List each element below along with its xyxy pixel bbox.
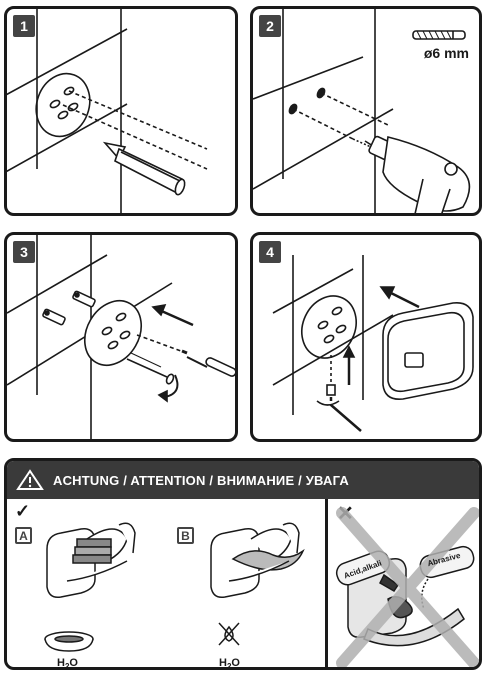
check-mark-icon: ✓ xyxy=(15,501,31,521)
step-3-panel: 3 xyxy=(4,232,238,442)
arrow-left-icon xyxy=(151,303,194,327)
screwdriver-icon xyxy=(186,356,235,377)
step-4-panel: 4 xyxy=(250,232,482,442)
warning-title: ACHTUNG / ATTENTION / ВНИМАНИЕ / УВАГА xyxy=(53,472,349,488)
step-3-illustration xyxy=(7,235,235,439)
arrow-up-icon xyxy=(342,345,356,385)
rotate-arrow-icon xyxy=(157,374,179,403)
drill-size-label: ø6 mm xyxy=(423,45,469,61)
mounting-plate-icon xyxy=(35,72,91,138)
water-label-a: H2O xyxy=(57,657,78,670)
hook-with-sponge-icon xyxy=(46,522,136,599)
step-number-badge: 4 xyxy=(259,241,281,263)
pencil-icon xyxy=(102,141,186,196)
hook-with-cloth-icon xyxy=(210,522,305,599)
section-divider xyxy=(325,499,328,667)
mounting-plate-icon xyxy=(83,300,143,366)
wall-plug-icon xyxy=(42,290,96,326)
option-b-badge: B xyxy=(177,527,194,544)
hole-mark-icon xyxy=(288,87,326,115)
step-4-illustration xyxy=(272,255,474,432)
arrow-left-icon xyxy=(379,286,420,309)
water-label-b: H2O xyxy=(219,657,240,670)
warning-triangle-icon xyxy=(16,469,44,490)
warning-header: ACHTUNG / ATTENTION / ВНИМАНИЕ / УВАГА xyxy=(7,461,479,499)
step-2-illustration xyxy=(253,9,471,213)
forbidden-cleaners-illustration xyxy=(335,507,479,667)
step-1-illustration xyxy=(7,9,208,213)
hook-housing-icon xyxy=(382,301,474,401)
step-number-badge: 1 xyxy=(13,15,35,37)
step-2-panel: 2 ø6 mm xyxy=(250,6,482,216)
step-number-badge: 2 xyxy=(259,15,281,37)
step-1-panel: 1 xyxy=(4,6,238,216)
mounting-plate-icon xyxy=(301,295,357,359)
option-a-badge: A xyxy=(15,527,32,544)
forbidden-cross-icon xyxy=(336,507,479,667)
cleaning-illustration xyxy=(44,522,305,652)
step-number-badge: 3 xyxy=(13,241,35,263)
set-screw-icon xyxy=(326,384,336,396)
drill-bit-icon xyxy=(412,30,466,40)
no-water-icon xyxy=(218,622,240,646)
warning-section: ACHTUNG / ATTENTION / ВНИМАНИЕ / УВАГА ✓… xyxy=(4,458,482,670)
hex-key-icon xyxy=(316,397,362,432)
power-drill-icon xyxy=(352,135,471,213)
water-bowl-icon xyxy=(44,631,94,652)
